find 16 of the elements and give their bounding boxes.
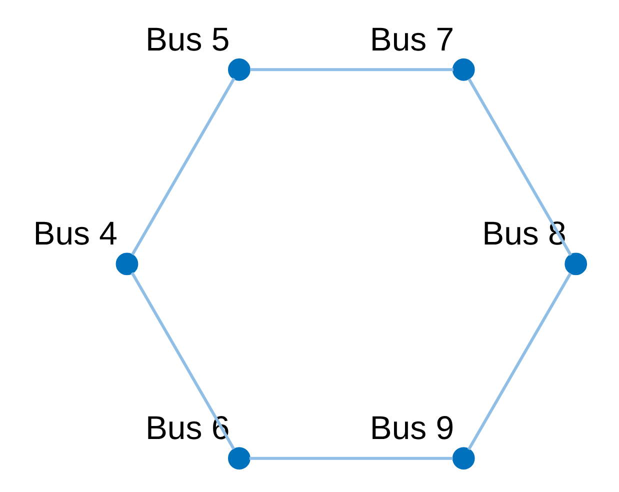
connector bbox=[130, 272, 236, 450]
connector bbox=[249, 456, 453, 460]
node-circle bbox=[228, 447, 250, 470]
node-label: Bus 4 bbox=[33, 214, 118, 252]
connector bbox=[467, 272, 572, 450]
connector bbox=[468, 78, 572, 256]
connector bbox=[250, 68, 454, 72]
node-label: Bus 7 bbox=[370, 20, 454, 58]
node-label: Bus 9 bbox=[370, 409, 454, 446]
connector bbox=[131, 78, 236, 256]
node-circle bbox=[564, 252, 588, 276]
node-circle bbox=[116, 252, 138, 276]
node-circle bbox=[452, 58, 475, 81]
node-label: Bus 5 bbox=[145, 20, 230, 58]
node-circle bbox=[228, 58, 250, 81]
node-circle bbox=[452, 447, 475, 470]
